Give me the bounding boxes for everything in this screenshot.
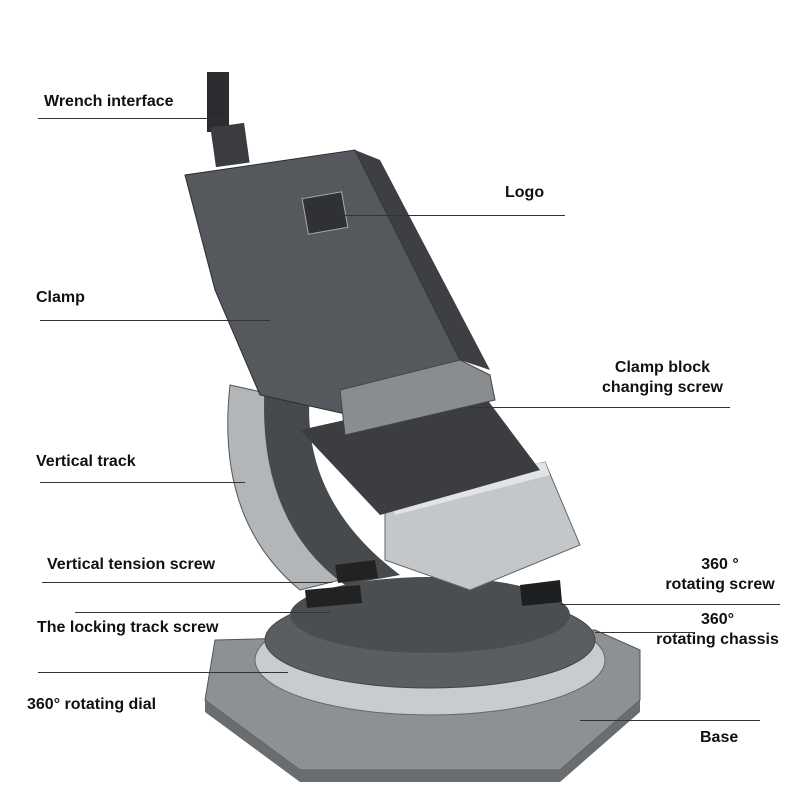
leader-line <box>38 118 228 119</box>
label-clamp-block-changing-screw: Clamp block changing screw <box>585 358 740 398</box>
leader-line <box>345 215 565 216</box>
leader-line <box>40 482 245 483</box>
leader-line <box>595 632 695 633</box>
leader-line <box>470 407 730 408</box>
wrench-shaft <box>207 72 229 132</box>
label-rotating-dial: 360° rotating dial <box>27 696 157 713</box>
label-vertical-track: Vertical track <box>36 453 136 470</box>
label-vertical-tension-screw: Vertical tension screw <box>47 556 216 573</box>
label-line-2: changing screw <box>602 379 723 396</box>
locking-screw-head <box>305 585 362 608</box>
label-rotating-chassis: 360° rotating chassis <box>645 610 790 650</box>
rotating-screw-head <box>520 580 562 606</box>
label-wrench-interface: Wrench interface <box>44 93 174 110</box>
label-locking-track-screw: The locking track screw <box>37 619 219 636</box>
label-line-1: 360 ° <box>701 556 739 573</box>
label-logo: Logo <box>505 184 545 201</box>
logo-plate <box>301 191 349 235</box>
leader-line <box>42 582 332 583</box>
leader-line <box>40 320 270 321</box>
label-rotating-screw: 360 ° rotating screw <box>650 555 790 595</box>
leader-line <box>580 720 760 721</box>
label-clamp: Clamp <box>36 289 85 306</box>
tension-screw-head <box>335 560 378 583</box>
label-line-1: 360° <box>700 611 735 628</box>
label-line-1: Clamp block <box>614 359 711 376</box>
leader-line <box>75 612 330 613</box>
label-base: Base <box>700 729 739 746</box>
leader-line <box>560 604 780 605</box>
label-line-2: rotating screw <box>665 576 775 593</box>
label-line-2: rotating chassis <box>656 631 779 648</box>
leader-line <box>38 672 288 673</box>
